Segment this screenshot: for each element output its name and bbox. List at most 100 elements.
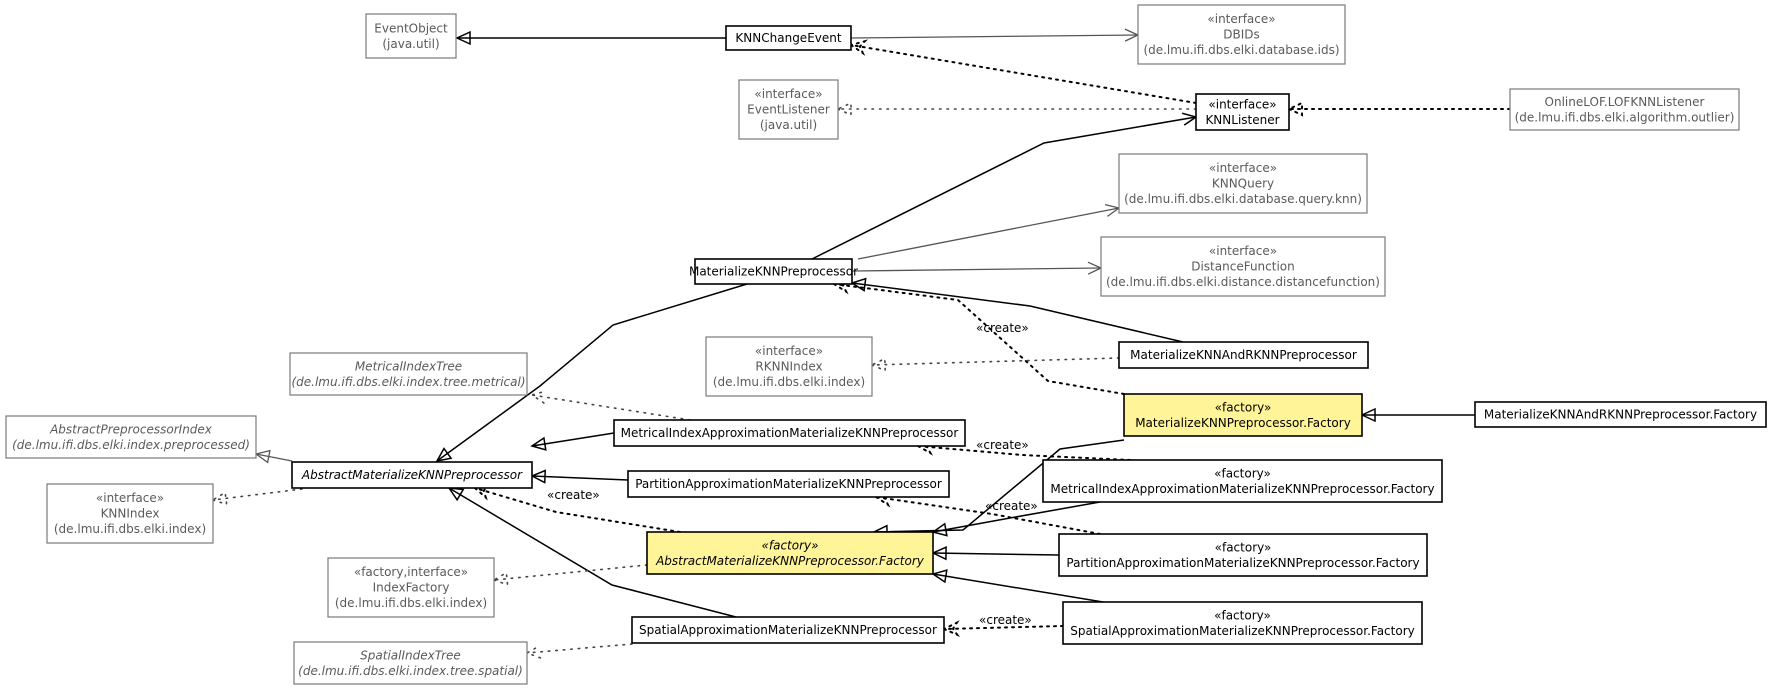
class-node-partition-approximation: PartitionApproximationMaterializeKNNPrep… (627, 470, 950, 498)
edge-labels-layer: «create»«create»«create»«create»«create» (547, 321, 1038, 627)
arrowhead (931, 522, 948, 537)
class-name: MaterializeKNNAndRKNNPreprocessor.Factor… (1484, 408, 1757, 422)
class-name: EventObject (374, 21, 448, 35)
edge-line (917, 445, 1131, 461)
edge-line (436, 283, 748, 462)
class-package: (de.lmu.ifi.dbs.elki.index) (335, 596, 487, 610)
class-node-online-lof: OnlineLOF.LOFKNNListener(de.lmu.ifi.dbs.… (1509, 88, 1740, 131)
class-box (631, 616, 945, 644)
class-name: SpatialApproximationMaterializeKNNPrepro… (1070, 624, 1414, 638)
class-box (738, 79, 839, 140)
class-box (705, 336, 873, 397)
class-name: MaterializeKNNAndRKNNPreprocessor (1130, 348, 1357, 362)
class-stereotype: «interface» (1209, 244, 1277, 258)
class-stereotype: «interface» (1207, 12, 1275, 26)
arrowhead (873, 490, 893, 508)
class-package: (java.util) (382, 37, 439, 51)
edge-line (871, 357, 1120, 366)
edge-line (255, 453, 293, 462)
class-name: PartitionApproximationMaterializeKNNPrep… (1066, 556, 1419, 570)
arrowhead (530, 469, 547, 484)
arrowhead (472, 484, 493, 501)
class-stereotype: «interface» (96, 491, 164, 505)
class-name: RKNNIndex (755, 360, 822, 374)
class-node-materialize-knnpreprocessor-factory: «factory»MaterializeKNNPreprocessor.Fact… (1123, 393, 1363, 437)
edge-line (932, 573, 1104, 603)
class-box (1195, 93, 1290, 131)
class-name: DistanceFunction (1191, 260, 1295, 274)
class-package: (de.lmu.ifi.dbs.elki.index.preprocessed) (12, 438, 250, 452)
class-name: KNNQuery (1212, 177, 1274, 191)
class-box (327, 557, 495, 618)
edge-line (857, 207, 1120, 260)
create-label: «create» (976, 438, 1029, 452)
class-node-distance-function: «interface»DistanceFunction(de.lmu.ifi.d… (1100, 236, 1386, 297)
class-box (1137, 4, 1346, 65)
edge-line (526, 643, 633, 654)
class-name: DBIDs (1223, 28, 1260, 42)
class-node-materialize-knnand-rknnpreprocessor: MaterializeKNNAndRKNNPreprocessor (1118, 341, 1369, 369)
class-box (1042, 459, 1443, 503)
class-node-spatial-index-tree: SpatialIndexTree(de.lmu.ifi.dbs.elki.ind… (293, 641, 528, 685)
class-name: MetricalIndexApproximationMaterializeKNN… (621, 426, 959, 440)
class-node-knnlistener: «interface» KNNListener (1195, 93, 1290, 131)
edge-line (873, 439, 1125, 533)
arrowhead (1286, 101, 1303, 117)
arrowhead (211, 491, 228, 506)
class-box (694, 258, 853, 285)
edge-line (811, 116, 1197, 260)
class-name: AbstractMaterializeKNNPreprocessor (301, 468, 523, 482)
class-stereotype: «interface» (1208, 97, 1276, 111)
edge-spatialfactory-extends-abstractfactory (931, 569, 1104, 603)
edge-line (943, 625, 1064, 630)
class-name: EventListener (747, 103, 830, 117)
edge-knnlistener-extends-eventlistener (836, 101, 1197, 117)
class-name: AbstractPreprocessorIndex (49, 422, 213, 436)
arrowhead (941, 620, 961, 637)
class-box (627, 470, 950, 498)
class-name: KNNIndex (101, 507, 160, 521)
class-node-abstract-materialize-knnpreprocessor-factory: «factory»AbstractMaterializeKNNPreproces… (646, 531, 934, 575)
class-name: KNNListener (1205, 113, 1279, 127)
class-node-index-factory: «factory,interface»IndexFactory(de.lmu.i… (327, 557, 495, 618)
edge-partition-extends-abstract (530, 469, 629, 484)
edge-factory-creates-materializeknn (831, 277, 1125, 395)
class-stereotype: «factory» (1215, 540, 1272, 554)
edge-line (531, 432, 615, 447)
class-name: SpatialIndexTree (360, 648, 461, 662)
edge-line (875, 496, 1101, 535)
arrowhead (455, 30, 471, 46)
class-box (46, 483, 214, 544)
class-box (1474, 401, 1767, 428)
class-name: PartitionApproximationMaterializeKNNPrep… (635, 477, 942, 491)
edge-line (493, 564, 648, 581)
arrowhead (850, 277, 867, 292)
edge-metrical-extends-abstract (530, 432, 615, 451)
edge-knnchangeevent-extends-eventobject (455, 30, 726, 46)
class-node-rknnindex: «interface»RKNNIndex(de.lmu.ifi.dbs.elki… (705, 336, 873, 397)
edge-knnlistener-uses-knnchangeevent (848, 39, 1197, 104)
class-package: (de.lmu.ifi.dbs.elki.index) (54, 522, 206, 536)
edge-line (851, 267, 1102, 272)
create-label: «create» (979, 613, 1032, 627)
class-stereotype: «factory» (1214, 466, 1271, 480)
edge-line (932, 552, 1060, 556)
class-stereotype: «interface» (1209, 161, 1277, 175)
class-name: MetricalIndexTree (355, 359, 462, 373)
edge-knnchangeevent-uses-dbids (850, 28, 1140, 42)
edge-online-implements-knnlistener (1286, 101, 1511, 117)
edge-line (212, 488, 303, 501)
class-box (1100, 236, 1386, 297)
class-name: OnlineLOF.LOFKNNListener (1545, 95, 1705, 109)
edge-line (850, 44, 1197, 104)
class-box (1123, 393, 1363, 437)
arrowhead (831, 277, 851, 295)
class-box (1058, 533, 1428, 577)
class-name: MaterializeKNNPreprocessor (689, 265, 858, 279)
edge-spatial-uses-spatialindextree (525, 643, 633, 659)
class-node-partition-approximation-factory: «factory» PartitionApproximationMateriali… (1058, 533, 1428, 577)
class-node-event-listener: «interface»EventListener(java.util) (738, 79, 839, 140)
class-node-knnchange-event: KNNChangeEvent (725, 25, 852, 51)
create-label: «create» (985, 499, 1038, 513)
